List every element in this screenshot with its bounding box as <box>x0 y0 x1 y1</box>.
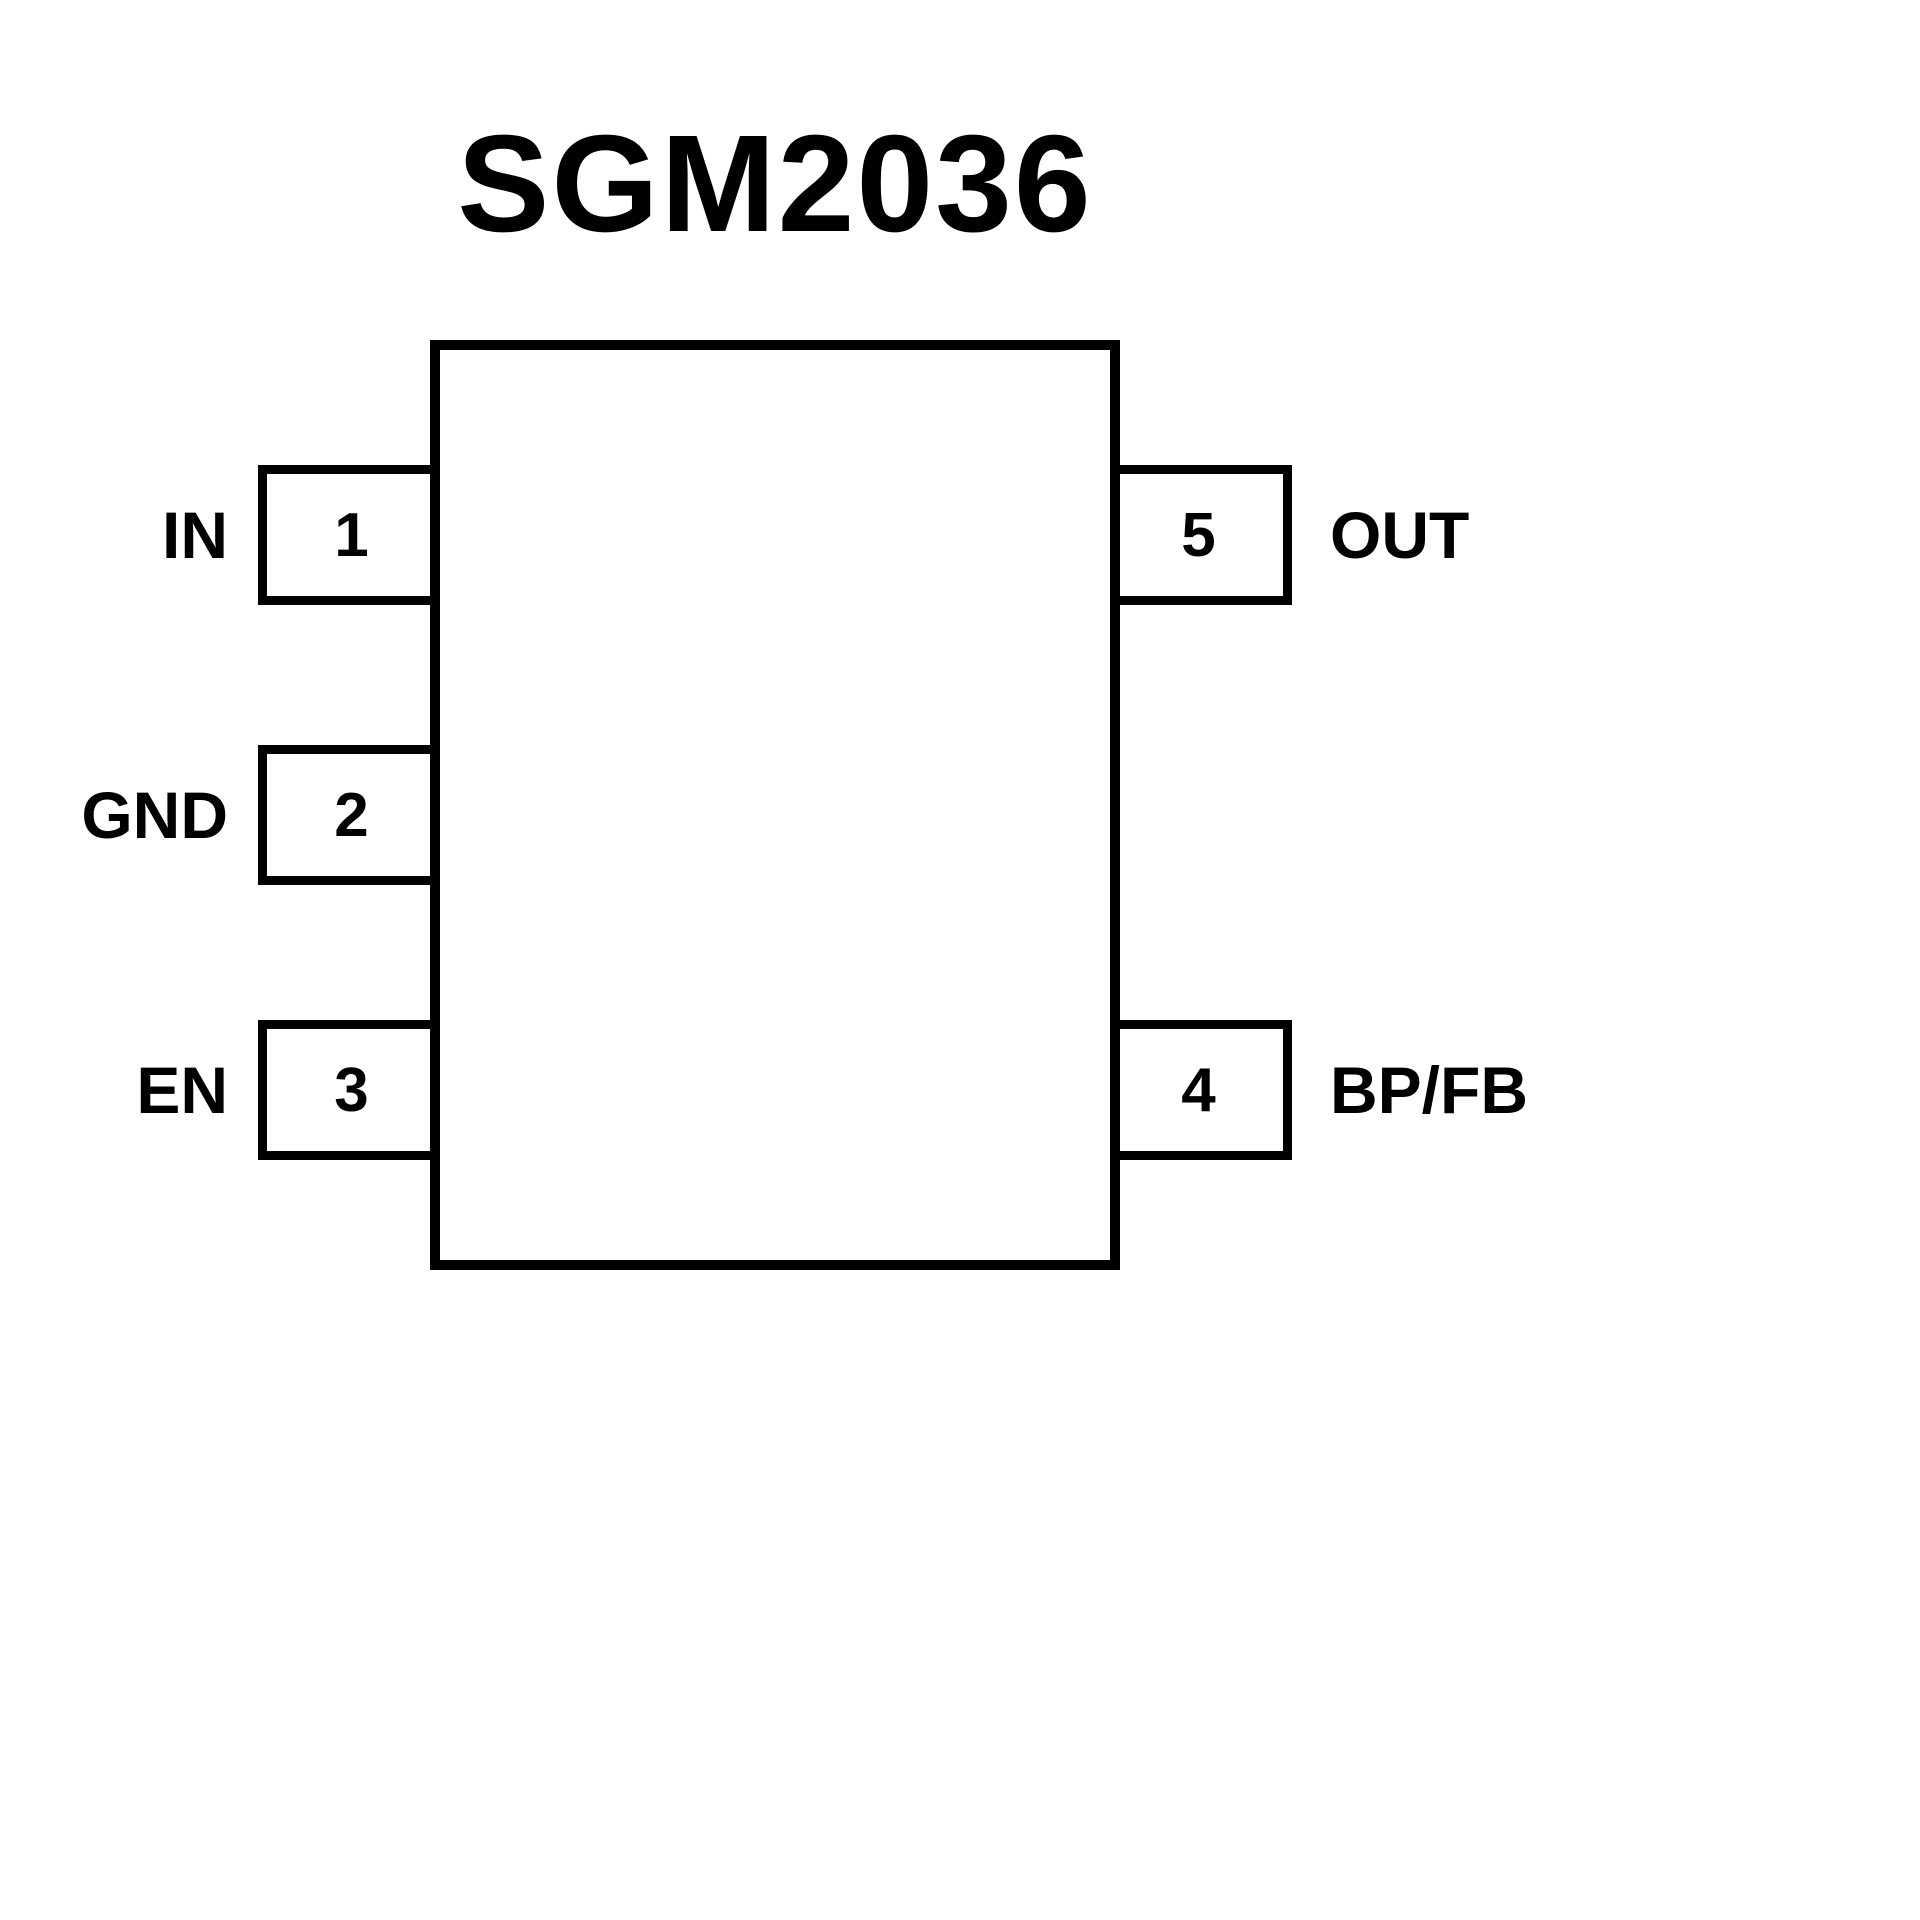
page-title: SGM2036 <box>457 107 1093 261</box>
pin-box-1: 1 <box>258 465 436 605</box>
pin-box-2: 2 <box>258 745 436 885</box>
pin-box-3: 3 <box>258 1020 436 1160</box>
pin-number-5: 5 <box>1181 500 1216 570</box>
pin-label-en: EN <box>136 1053 228 1127</box>
pin-box-4: 4 <box>1114 1020 1292 1160</box>
pin-label-bpfb: BP/FB <box>1330 1053 1528 1127</box>
chip-body <box>430 340 1120 1270</box>
pin-box-5: 5 <box>1114 465 1292 605</box>
pin-number-1: 1 <box>334 500 369 570</box>
pin-label-out: OUT <box>1330 498 1470 572</box>
pin-number-3: 3 <box>334 1055 369 1125</box>
pin-label-gnd: GND <box>81 778 228 852</box>
pin-number-4: 4 <box>1181 1055 1216 1125</box>
pin-label-in: IN <box>162 498 228 572</box>
pin-number-2: 2 <box>334 780 369 850</box>
